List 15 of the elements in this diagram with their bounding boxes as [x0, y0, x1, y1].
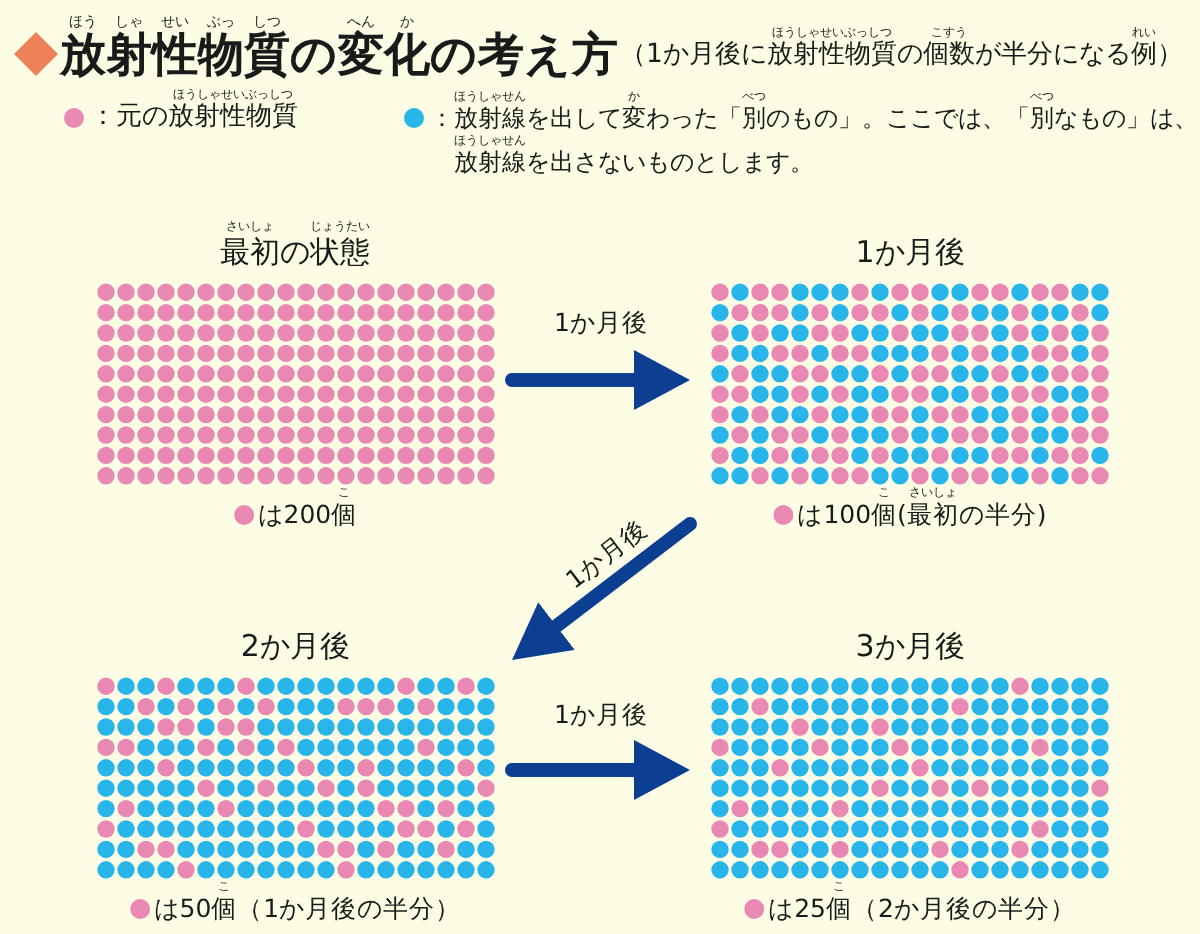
count-caption: は50個（1か月後の半分） — [153, 893, 462, 923]
count-caption: は200個 — [257, 499, 358, 529]
panel-title: 最初の状態 — [220, 234, 371, 270]
legend-text: ：元の放射性物質 — [90, 102, 298, 134]
subtitle: （1か月後に放射性物質の個数が半分になる例） — [620, 40, 1183, 72]
edge-label: 1か月後 — [550, 699, 652, 729]
panel-title: 3か月後 — [855, 628, 965, 664]
panel-title: 2か月後 — [240, 628, 350, 664]
edge-label: 1か月後 — [550, 307, 652, 337]
legend-text: 放射線を出さないものとします。 — [454, 147, 814, 177]
title: 放射性物質の変化の考え方 — [60, 29, 618, 85]
count-caption: は100個(最初の半分) — [797, 499, 1047, 529]
panel-title: 1か月後 — [855, 234, 965, 270]
legend-text: ：放射線を出して変わった「別のもの」。ここでは、「別なもの」は、 — [430, 103, 1198, 133]
count-caption: は25個（2か月後の半分） — [768, 893, 1076, 923]
